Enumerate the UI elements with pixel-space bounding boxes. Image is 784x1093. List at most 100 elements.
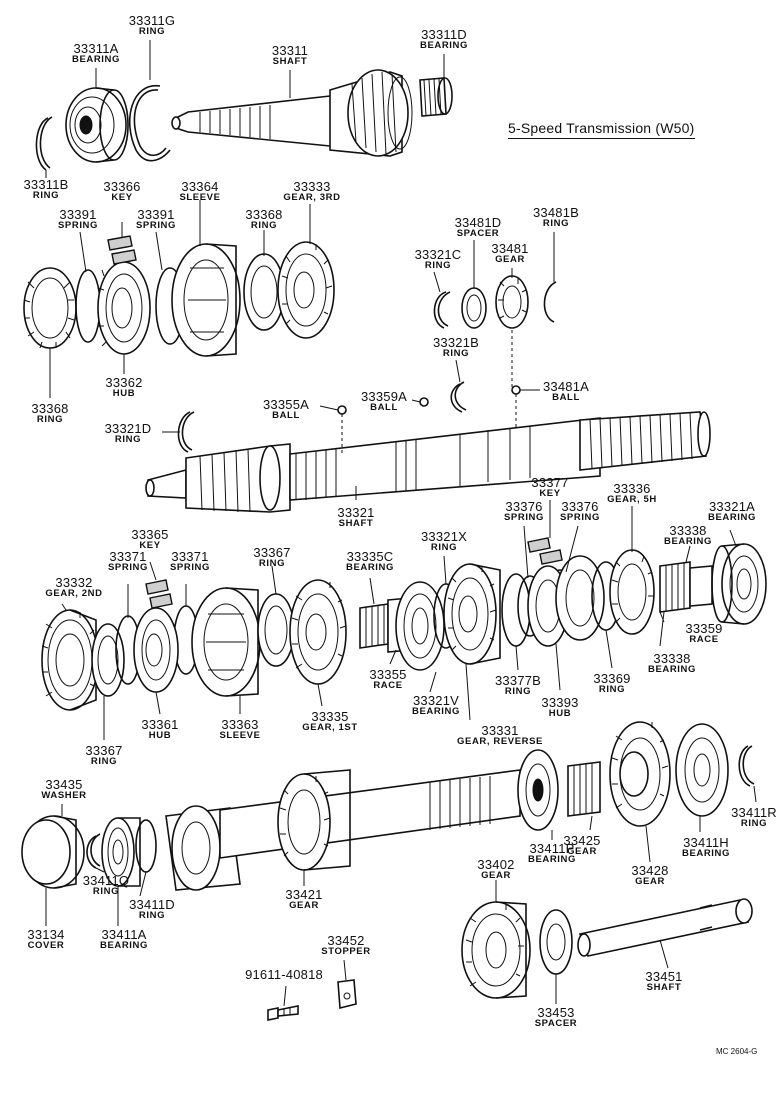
bearing-33311a-drawing <box>65 87 129 163</box>
part-name: BEARING <box>71 54 121 65</box>
part-name: BEARING <box>681 848 731 859</box>
balls-drawing <box>337 385 521 415</box>
part-number: 33338 <box>653 651 691 666</box>
part-number: 33321B <box>432 335 480 350</box>
countershaft-drawing <box>165 769 521 891</box>
part-name: BEARING <box>419 40 469 51</box>
part-name: SPRING <box>57 220 99 231</box>
part-name: RING <box>424 260 452 271</box>
part-number: 33331 <box>481 723 519 738</box>
part-number: 33321 <box>337 505 375 520</box>
part-name: RING <box>92 886 120 897</box>
part-name: GEAR <box>567 846 597 857</box>
part-number: 33333 <box>293 179 331 194</box>
part-number: 91611-40818 <box>245 967 323 982</box>
part-number: 33371 <box>171 549 209 564</box>
ring-33411q-drawing <box>86 833 101 869</box>
reference-code: MC 2604-G <box>716 1047 758 1056</box>
part-name: KEY <box>539 488 561 499</box>
part-number: 33355 <box>369 667 407 682</box>
part-name: RING <box>32 190 60 201</box>
diagram-title: 5-Speed Transmission (W50) <box>508 120 695 139</box>
part-number: 33452 <box>327 933 365 948</box>
part-name: GEAR, REVERSE <box>457 736 543 747</box>
ring-33411d-drawing <box>135 819 157 873</box>
spacer-33481d-drawing <box>461 287 487 329</box>
part-number: 33411H <box>683 835 729 850</box>
dashed-leaders <box>341 330 517 454</box>
part-name: BALL <box>272 410 300 421</box>
part-name: SPACER <box>456 228 500 239</box>
part-name: RING <box>430 542 458 553</box>
ring-33481b-drawing <box>543 281 557 323</box>
bearing-33411h-drawing <box>675 723 729 817</box>
part-number: 33481B <box>532 205 580 220</box>
part-number: 33428 <box>631 863 669 878</box>
part-name: RING <box>258 558 286 569</box>
part-number: 33411D <box>129 897 175 912</box>
part-name: GEAR <box>495 254 525 265</box>
part-number: 33481D <box>454 215 502 230</box>
gear-33425-drawing <box>567 761 601 817</box>
part-name: RACE <box>689 634 719 645</box>
part-number: 33368 <box>245 207 283 222</box>
part-number: 33402 <box>477 857 515 872</box>
part-number: 33336 <box>613 481 651 496</box>
hub-33361-drawing <box>133 607 179 693</box>
part-number: 33311A <box>73 41 119 56</box>
part-number: 33376 <box>505 499 543 514</box>
part-name: RING <box>504 686 532 697</box>
bearing-33321a-drawing <box>711 543 767 625</box>
part-number: 33411Q <box>82 873 130 888</box>
part-name: BEARING <box>99 940 149 951</box>
part-number: 33365 <box>131 527 169 542</box>
part-number: 33453 <box>537 1005 575 1020</box>
part-name: BEARING <box>527 854 577 865</box>
ring-33411r-drawing <box>738 745 755 787</box>
part-number: 33421 <box>285 887 323 902</box>
part-name: WASHER <box>41 790 87 801</box>
part-name: BEARING <box>707 512 757 523</box>
sleeve-33363-drawing <box>191 587 261 697</box>
keys-33365-drawing <box>145 579 173 609</box>
ring-33367b-drawing <box>257 593 295 667</box>
part-name: HUB <box>548 708 572 719</box>
part-number: 33366 <box>103 179 141 194</box>
part-number: 33377B <box>494 673 542 688</box>
race-33359-drawing <box>689 565 713 607</box>
part-number: 33411R <box>731 805 777 820</box>
part-number: 33368 <box>31 401 69 416</box>
part-name: GEAR <box>481 870 511 881</box>
part-name: RING <box>90 756 118 767</box>
part-number: 33362 <box>105 375 143 390</box>
part-number: 33134 <box>27 927 65 942</box>
part-number: 33361 <box>141 717 179 732</box>
part-name: SPRING <box>503 512 545 523</box>
part-number: 33393 <box>541 695 579 710</box>
